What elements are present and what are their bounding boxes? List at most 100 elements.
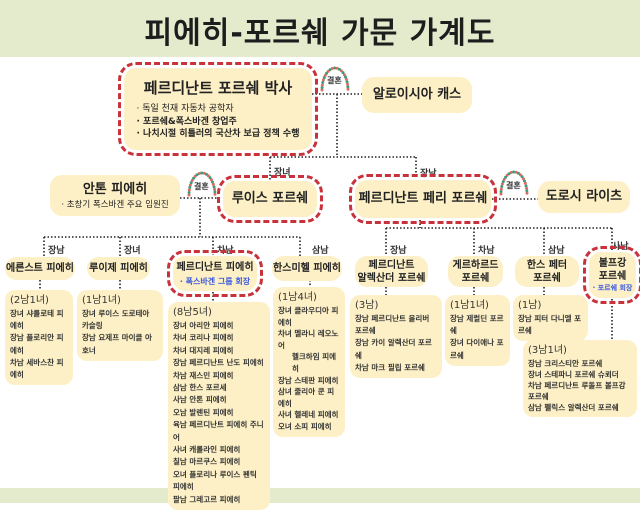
person-name: 안톤 피에히 <box>82 181 148 197</box>
child: 차녀 코리나 피에히 <box>173 333 234 343</box>
person-name: 에른스트 피에히 <box>6 262 74 274</box>
person-name: 도로시 라이츠 <box>545 189 623 204</box>
person-name: 루이스 포르쉐 <box>231 191 309 206</box>
child: 장남 크리스티안 포르쉐 <box>528 359 603 368</box>
person-name: 루이제 피에히 <box>89 262 148 274</box>
children-list: (1남4녀) 장녀 클라우디아 피에히 차녀 멜라니 레오노어 헬크하임 피에히… <box>273 287 345 437</box>
child: 장녀 스테파니 포르쉐 슈뢰더 <box>528 370 619 379</box>
person-name: 페르디난트 피에히 <box>176 262 254 273</box>
person-note: · 폭스바겐 그룹 회장 <box>179 277 251 286</box>
child: 장남 요제프 마이클 아호너 <box>82 333 152 355</box>
relation-label: 사남 <box>612 242 629 252</box>
person-ernst-piech: 에른스트 피에히 <box>5 257 75 280</box>
children-count: (3남) <box>355 300 379 311</box>
person-name: 알렉산더 포르쉐 <box>357 272 426 284</box>
children-list: (1남) 장남 피터 다니엘 포르쉐 <box>513 295 588 342</box>
child: 장녀 클라우디아 피에히 <box>278 306 339 327</box>
person-name: 한스미헬 피에히 <box>273 262 341 274</box>
child: 차남 재스민 피에히 <box>173 370 234 380</box>
child: 장남 플로리안 피에히 <box>10 333 64 355</box>
children-list: (8남5녀) 장녀 아리안 피에히 차녀 코리나 피에히 차녀 대지레 피에히 … <box>168 302 270 510</box>
bullet: · 나치시절 히틀러의 국산차 보급 정책 수행 <box>136 129 300 140</box>
person-name: 포르쉐 <box>461 272 490 284</box>
children-list: (1남1녀) 장녀 루이스 도로테아 카슬링 장남 요제프 마이클 아호너 <box>77 290 163 361</box>
child: 장녀 루이스 도로테아 카슬링 <box>82 309 150 331</box>
header-band <box>0 0 640 57</box>
person-wolfgang-porsche: 볼프강 포르쉐 · 포르쉐 회장 <box>583 246 640 304</box>
relation-label: 장남 <box>420 169 437 179</box>
person-ferdinand-piech: 페르디난트 피에히 · 폭스바겐 그룹 회장 <box>167 250 263 297</box>
person-dorothy: 도로시 라이츠 <box>538 181 630 213</box>
child: 육남 페르디난트 피에히 주니어 <box>173 420 264 442</box>
bullet-list: · 독일 천재 자동차 공학자 · 포르쉐&폭스바겐 창업주 · 나치시절 히틀… <box>137 103 300 141</box>
person-note: · 포르쉐 회장 <box>592 284 633 292</box>
person-anton-piech: 안톤 피에히 · 초창기 폭스바겐 주요 임원진 <box>50 175 180 216</box>
person-name: 볼프강 <box>598 258 627 269</box>
person-name: 포르쉐 <box>598 271 627 282</box>
person-name: 게르하르드 <box>452 259 499 271</box>
person-name: 알로이시아 캐스 <box>372 87 462 102</box>
children-list: (2남1녀) 장녀 샤를로테 피에히 장남 플로리안 피에히 차남 세바스찬 피… <box>5 290 73 386</box>
relation-label: 삼남 <box>312 246 329 256</box>
person-note: · 초창기 폭스바겐 주요 임원진 <box>61 199 169 210</box>
children-count: (8남5녀) <box>173 307 212 318</box>
child: 차녀 멜라니 레오노어 <box>278 329 339 350</box>
children-count: (3남1녀) <box>528 345 567 356</box>
child: 장남 카이 알렉산더 포르쉐 <box>355 338 432 360</box>
child: 차남 세바스찬 피에히 <box>10 357 64 380</box>
person-louise-piech: 루이제 피에히 <box>87 257 150 280</box>
person-gerhard-porsche: 게르하르드 포르쉐 <box>448 256 503 287</box>
children-list: (1남1녀) 장남 제럴딘 포르쉐 장녀 다이애나 포르쉐 <box>445 295 510 366</box>
person-hans-michel-piech: 한스미헬 피에히 <box>272 256 342 281</box>
person-hans-peter-porsche: 한스 페터 포르쉐 <box>515 256 579 287</box>
relation-label: 장녀 <box>274 168 291 178</box>
person-louise-porsche: 루이스 포르쉐 <box>217 175 323 223</box>
child: 차남 마크 필립 포르쉐 <box>355 362 425 372</box>
child: 장녀 아리안 피에히 <box>173 321 234 330</box>
relation-label: 삼남 <box>548 246 565 256</box>
children-list: (3남1녀) 장남 크리스티안 포르쉐 장녀 스테파니 포르쉐 슈뢰더 차남 페… <box>523 340 637 417</box>
relation-label: 차남 <box>217 246 234 256</box>
child: 삼남 한스 포르세 <box>173 383 227 393</box>
person-name: 포르쉐 <box>533 272 561 284</box>
child: 사녀 캐롤라인 피에히 <box>173 445 241 455</box>
children-count: (1남) <box>518 300 542 311</box>
footer-band <box>0 488 640 503</box>
child: 사녀 헬레네 피에히 <box>278 410 339 420</box>
children-list: (3남) 장남 페르디난트 올리버 포르쉐 장남 카이 알렉산더 포르쉐 차남 … <box>350 295 442 379</box>
child: 장남 페르디난트 올리버 포르쉐 <box>355 314 430 336</box>
bullet: · 포르쉐&폭스바겐 창업주 <box>136 116 237 127</box>
child: 장남 페르디난트 난도 피에히 <box>173 358 264 368</box>
child: 삼녀 줄리아 쿤 피에히 <box>278 387 335 408</box>
child: 장남 제럴딘 포르쉐 <box>450 314 504 336</box>
child: 장녀 다이애나 포르쉐 <box>450 338 504 360</box>
child: 장남 피터 다니엘 포르쉐 <box>518 314 582 336</box>
person-name: 페르디난트 <box>368 259 415 271</box>
child: 장남 스테판 피에히 <box>278 375 339 385</box>
person-ferry-porsche: 페르디난트 페리 포르쉐 <box>349 174 497 224</box>
page-title: 피에히-포르쉐 가문 가계도 <box>144 16 496 51</box>
children-count: (1남1녀) <box>82 295 121 306</box>
child: 장녀 샤를로테 피에히 <box>10 309 64 331</box>
child: 팔남 그레고르 피에히 <box>173 494 241 504</box>
children-count: (2남1녀) <box>10 295 49 306</box>
marriage-label: 결혼 <box>506 181 521 190</box>
children-count: (1남4녀) <box>278 292 317 303</box>
relation-label: 장녀 <box>124 246 141 256</box>
child: 차남 페르디난트 루돌프 볼프강 포르쉐 <box>528 381 626 401</box>
person-name: 페르디난트 포르쉐 박사 <box>143 79 293 98</box>
person-name: 페르디난트 페리 포르쉐 <box>358 191 488 206</box>
person-aloisia: 알로이시아 캐스 <box>362 77 472 113</box>
child: 차녀 대지레 피에히 <box>173 345 234 355</box>
child: 칠남 마르쿠스 피에히 <box>173 457 241 467</box>
child: 사남 안톤 피에히 <box>173 395 227 405</box>
marriage-label: 결혼 <box>327 76 342 85</box>
children-count: (1남1녀) <box>450 300 489 311</box>
person-name: 한스 페터 <box>526 259 568 271</box>
bullet: · 독일 천재 자동차 공학자 <box>136 104 234 115</box>
child: 오녀 플로리나 루이스 펜틱 피에히 <box>173 469 257 492</box>
child: 헬크하임 피에히 <box>292 352 337 373</box>
person-alexander-porsche: 페르디난트 알렉산더 포르쉐 <box>355 256 428 287</box>
relation-label: 차남 <box>478 246 495 256</box>
